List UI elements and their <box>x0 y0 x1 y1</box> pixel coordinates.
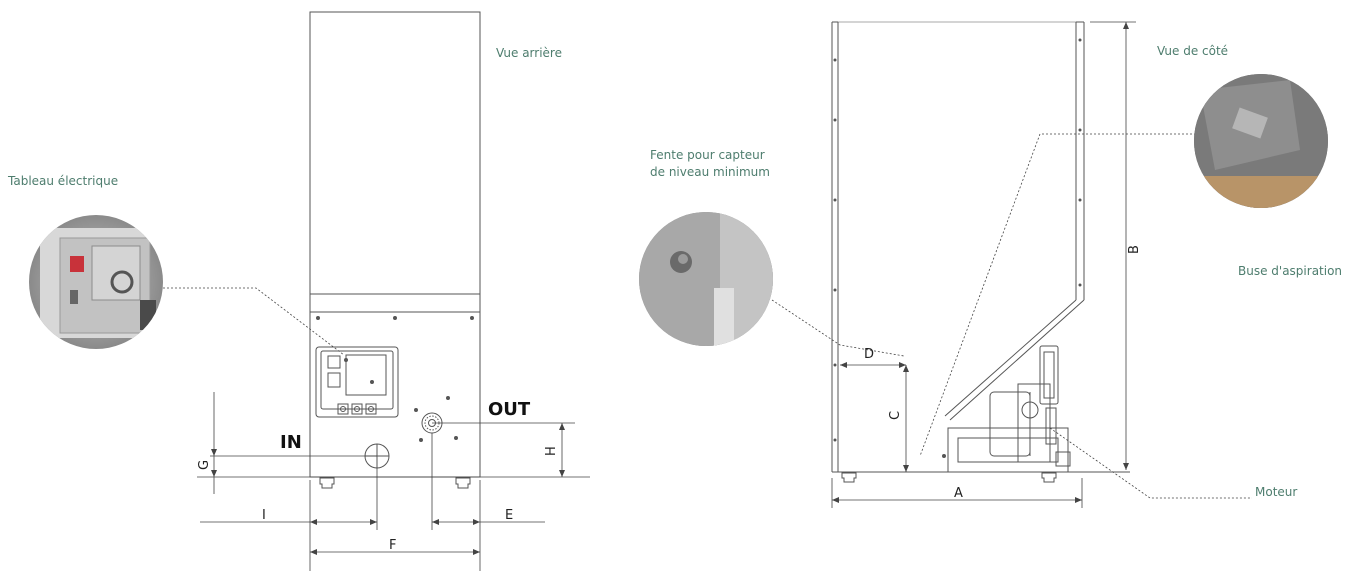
motor-label: Moteur <box>1255 485 1298 499</box>
leader-electrical <box>163 287 345 356</box>
rear-foot-left <box>319 477 335 489</box>
dim-b-label: B <box>1127 245 1142 254</box>
dim-e-label: E <box>505 508 513 523</box>
side-view-label: Vue de côté <box>1157 44 1229 58</box>
rear-foot-right <box>455 477 471 489</box>
electrical-panel-photo <box>29 215 163 349</box>
rear-hopper <box>309 11 481 295</box>
rear-view-label: Vue arrière <box>496 46 562 60</box>
electrical-panel-box <box>315 346 399 418</box>
dim-g-label: G <box>197 460 212 470</box>
leader-motor <box>1049 427 1252 499</box>
suction-nozzle-label: Buse d'aspiration <box>1238 264 1343 278</box>
sensor-slot-label-line1: Fente pour capteur <box>650 148 765 162</box>
suction-nozzle-photo <box>1194 74 1328 208</box>
rear-base <box>309 293 481 478</box>
motor-assembly <box>947 345 1071 473</box>
dim-d-label: D <box>864 347 874 362</box>
rear-view-drawing <box>197 11 590 571</box>
in-port-label: IN <box>280 432 302 453</box>
side-view-drawing <box>831 21 1136 508</box>
leader-sensor-slot <box>771 299 905 357</box>
dim-f-label: F <box>389 538 396 553</box>
sensor-slot-photo <box>639 212 773 346</box>
leader-suction-nozzle <box>919 133 1200 457</box>
dim-c-label: C <box>888 411 903 420</box>
out-port-label: OUT <box>488 399 531 420</box>
electrical-panel-label: Tableau électrique <box>8 174 119 188</box>
dim-a-label: A <box>954 486 963 501</box>
dim-i-label: I <box>262 508 266 523</box>
dim-h-label: H <box>544 446 559 456</box>
sensor-slot-label-line2: de niveau minimum <box>650 165 770 179</box>
